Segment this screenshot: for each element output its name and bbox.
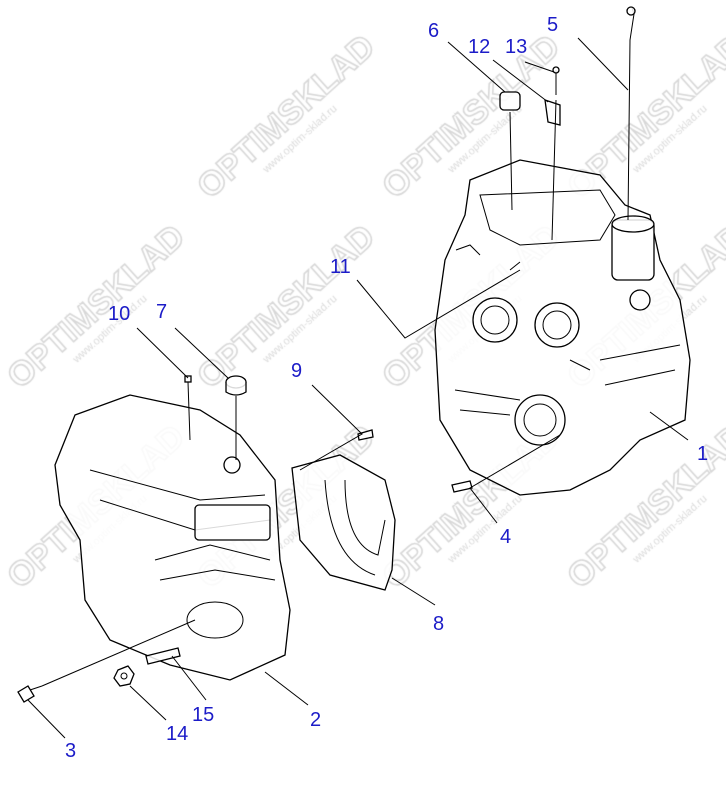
callout-11: 11 — [330, 256, 351, 278]
callout-10: 10 — [108, 303, 130, 325]
callout-labels: 1 2 3 4 5 6 7 8 9 10 11 12 13 14 15 — [65, 14, 708, 762]
callout-5: 5 — [547, 14, 558, 36]
part-14-nut — [113, 665, 135, 687]
callout-3: 3 — [65, 740, 76, 762]
part-15-dowel — [145, 647, 181, 665]
part-4-pin — [451, 480, 473, 493]
callout-14: 14 — [166, 723, 188, 745]
part-9-bolt — [357, 429, 374, 441]
part-13-bolt — [551, 66, 560, 241]
part-7-cap — [225, 375, 247, 460]
callout-9: 9 — [291, 360, 302, 382]
part-6-plug — [499, 91, 521, 211]
callout-13: 13 — [505, 36, 527, 58]
callout-1: 1 — [697, 443, 708, 465]
part-5-dipstick — [626, 6, 636, 221]
callout-7: 7 — [156, 301, 167, 323]
leader-lines — [27, 37, 689, 739]
part-3-drain-bolt — [17, 685, 43, 703]
part-8-cover — [291, 454, 396, 591]
callout-8: 8 — [433, 613, 444, 635]
callout-6: 6 — [428, 20, 439, 42]
callout-15: 15 — [192, 704, 214, 726]
callout-4: 4 — [500, 526, 511, 548]
part-12-bracket — [544, 99, 561, 126]
part-2-front-housing — [54, 394, 291, 681]
part-10-bolt — [184, 375, 192, 441]
callout-12: 12 — [468, 36, 490, 58]
callout-2: 2 — [310, 709, 321, 731]
part-1-main-housing — [434, 159, 691, 496]
